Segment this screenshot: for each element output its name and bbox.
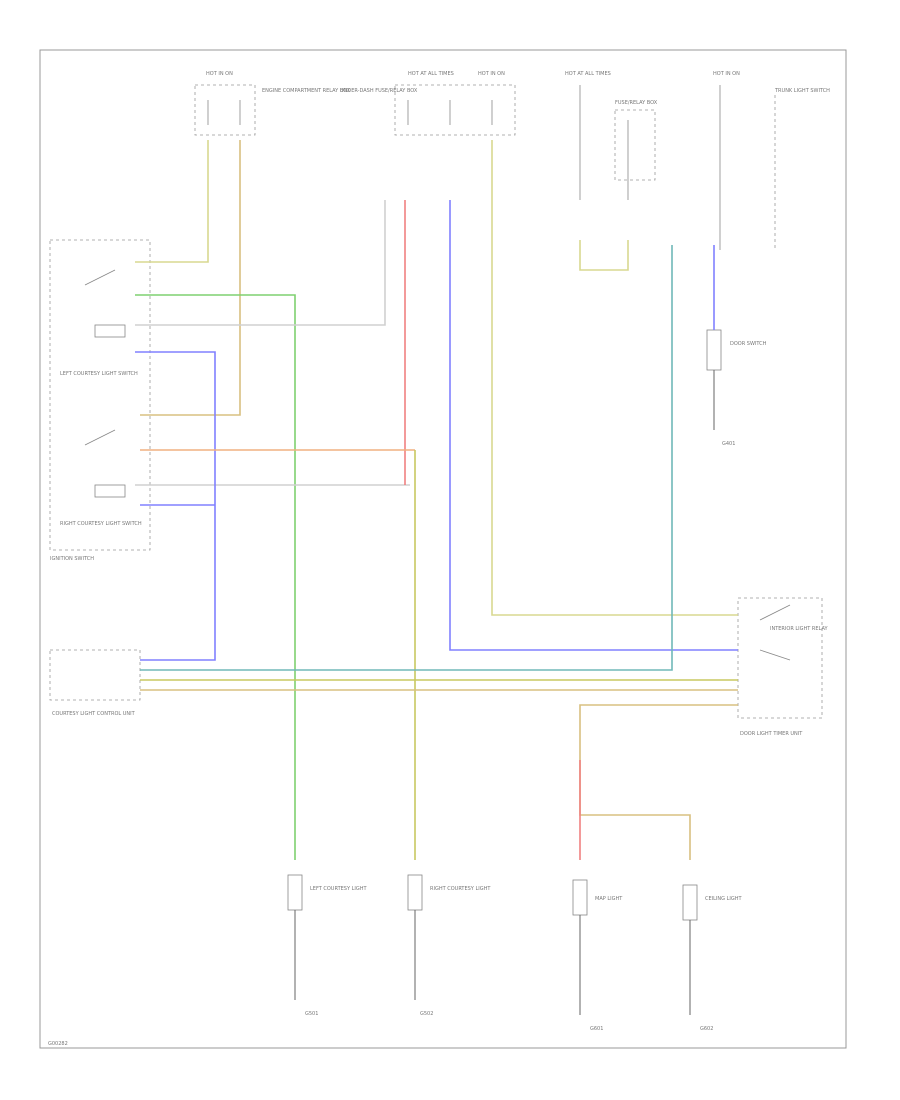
svg-text:FUSE/RELAY BOX: FUSE/RELAY BOX [615,100,658,106]
light-ceiling: CEILING LIGHT G602 [682,884,742,1032]
fuse-box-4: HOT IN ON TRUNK LIGHT SWITCH [713,71,830,250]
svg-text:HOT IN ON: HOT IN ON [478,71,505,77]
dome-switch: DOOR SWITCH G401 [706,329,767,447]
svg-text:G502: G502 [420,1011,433,1017]
light-map: MAP LIGHT G601 [572,879,623,1032]
svg-text:COURTESY LIGHT CONTROL UNIT: COURTESY LIGHT CONTROL UNIT [52,711,136,717]
wire-green [135,294,296,860]
fuse-box-2: HOT AT ALL TIMES HOT IN ON UNDER-DASH FU… [340,71,516,136]
svg-text:DOOR SWITCH: DOOR SWITCH [730,341,767,347]
svg-text:G401: G401 [722,441,735,447]
svg-text:CEILING LIGHT: CEILING LIGHT [705,896,742,902]
wire-white-1 [135,200,386,326]
fuse-box-3: HOT AT ALL TIMES FUSE/RELAY BOX [565,71,658,200]
svg-text:HOT AT ALL TIMES: HOT AT ALL TIMES [565,71,611,77]
svg-text:RIGHT COURTESY LIGHT SWITCH: RIGHT COURTESY LIGHT SWITCH [60,521,142,527]
footer-code: G00282 [48,1041,68,1047]
svg-text:G601: G601 [590,1026,603,1032]
svg-text:TRUNK LIGHT SWITCH: TRUNK LIGHT SWITCH [774,88,830,94]
wire-blue-right [449,200,738,651]
svg-text:G602: G602 [700,1026,713,1032]
wire-yellow [135,140,209,263]
light-right: RIGHT COURTESY LIGHT G502 [407,874,491,1017]
relay-block: DOOR LIGHT TIMER UNIT INTERIOR LIGHT REL… [737,597,828,737]
svg-text:HOT IN ON: HOT IN ON [713,71,740,77]
svg-text:HOT AT ALL TIMES: HOT AT ALL TIMES [408,71,454,77]
svg-text:MAP LIGHT: MAP LIGHT [595,896,623,902]
switch-block: LEFT COURTESY LIGHT SWITCH RIGHT COURTES… [49,239,151,562]
wire-tan-lights [579,704,738,860]
svg-text:HOT IN ON: HOT IN ON [206,71,233,77]
diagram-frame [39,49,847,1049]
svg-text:LEFT COURTESY LIGHT: LEFT COURTESY LIGHT [310,886,367,892]
fuse-box-1: HOT IN ON ENGINE COMPARTMENT RELAY BOX [194,71,351,136]
svg-text:LEFT COURTESY LIGHT SWITCH: LEFT COURTESY LIGHT SWITCH [60,371,138,377]
svg-text:DOOR LIGHT TIMER UNIT: DOOR LIGHT TIMER UNIT [740,731,803,737]
light-left: LEFT COURTESY LIGHT G501 [287,874,367,1017]
svg-text:RIGHT COURTESY LIGHT: RIGHT COURTESY LIGHT [430,886,491,892]
wire-blue-left [135,351,216,661]
svg-text:G501: G501 [305,1011,318,1017]
svg-text:IGNITION SWITCH: IGNITION SWITCH [50,556,94,562]
wires [135,140,738,860]
wire-teal [140,245,673,671]
svg-text:UNDER-DASH FUSE/RELAY BOX: UNDER-DASH FUSE/RELAY BOX [340,88,418,94]
svg-text:INTERIOR LIGHT RELAY: INTERIOR LIGHT RELAY [770,626,828,632]
svg-text:ENGINE COMPARTMENT RELAY BOX: ENGINE COMPARTMENT RELAY BOX [262,88,351,94]
wire-yellow-right [491,140,738,616]
wire-tan [140,140,241,416]
wire-yellow-loop [579,240,629,271]
control-unit-block: COURTESY LIGHT CONTROL UNIT [49,649,141,717]
